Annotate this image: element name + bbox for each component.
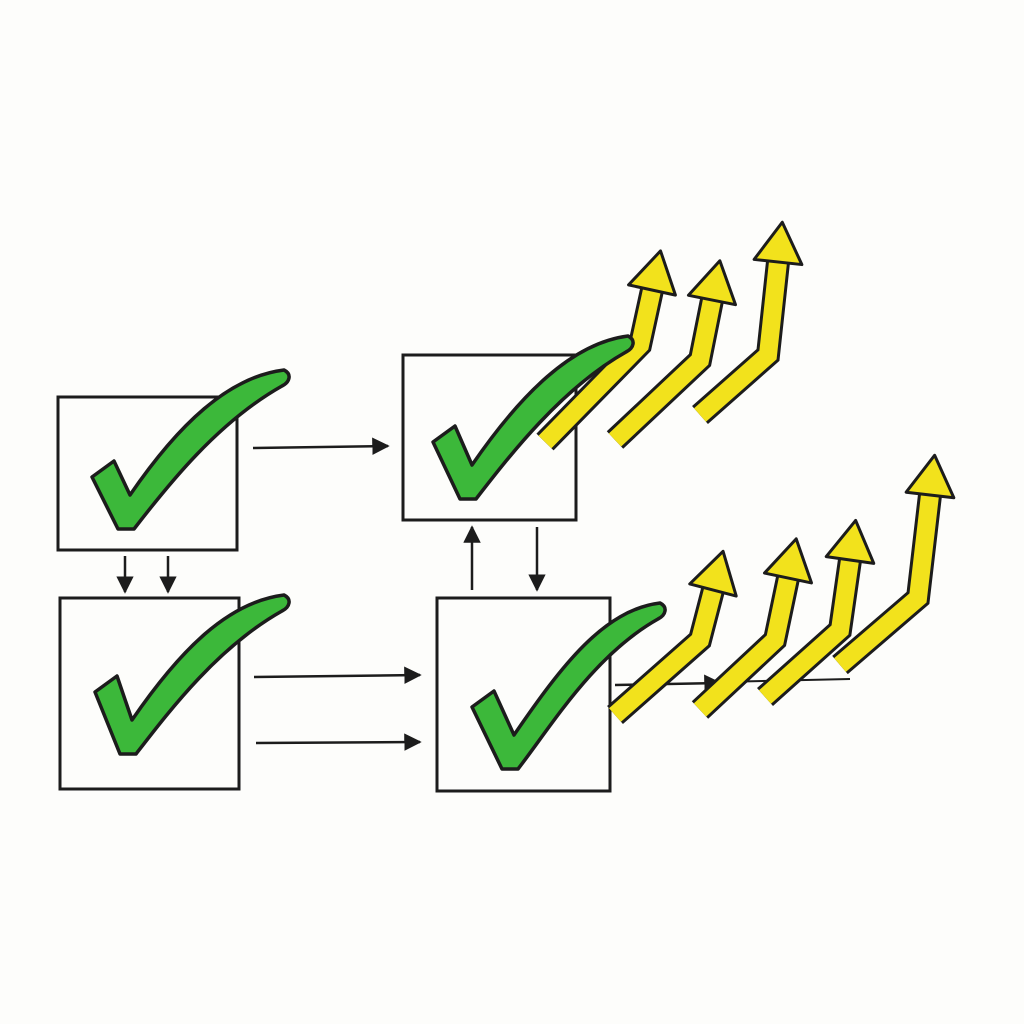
checkmark-icon [431, 334, 635, 501]
growth-arrow-icon [691, 537, 813, 719]
growth-arrow-icon [692, 220, 804, 424]
checkmark-icon [93, 593, 291, 756]
arrow-right-bottom-2 [255, 733, 422, 751]
box-top-left [56, 395, 239, 552]
box-top-right [401, 353, 578, 522]
growth-arrow-icon [757, 518, 876, 706]
growth-arrow-icon [832, 453, 956, 675]
box-bottom-right [435, 596, 612, 793]
box-bottom-left [58, 596, 241, 791]
checkmark-icon [470, 601, 667, 771]
growth-arrow-icon [607, 549, 738, 724]
growth-arrow-icon [606, 259, 738, 449]
arrow-right-top [252, 437, 390, 455]
checkmark-icon [90, 368, 291, 531]
growth-arrow-icon [536, 249, 677, 451]
checkmarks [90, 334, 667, 771]
arrow-right-bottom-1 [253, 666, 422, 684]
growth-arrows [536, 220, 956, 724]
